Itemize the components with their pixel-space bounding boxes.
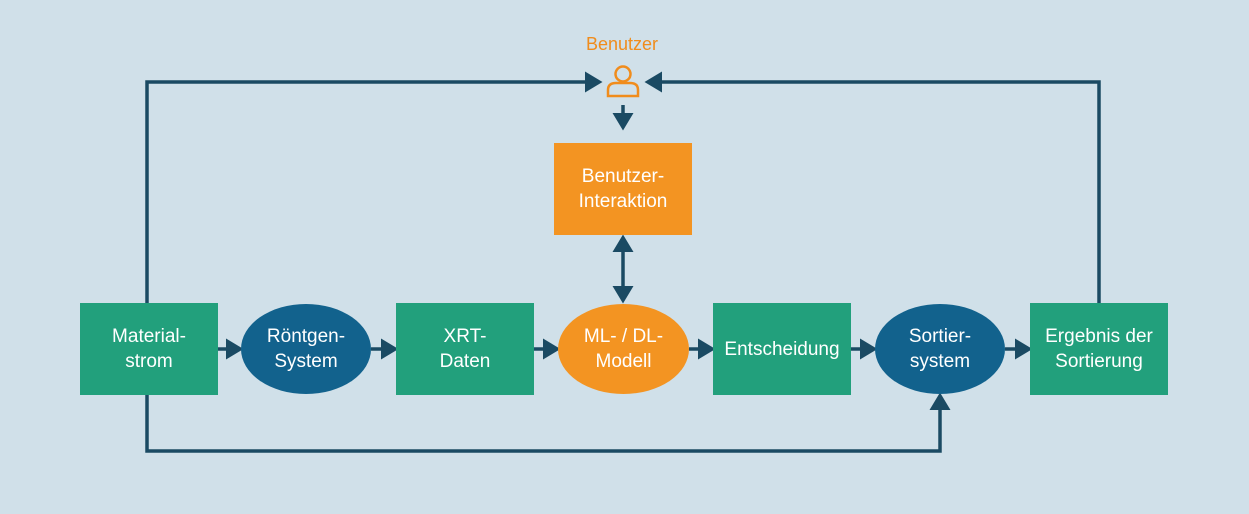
node-sortiersystem: Sortier- system <box>875 304 1005 394</box>
node-roentgen-system: Röntgen- System <box>241 304 371 394</box>
node-materialstrom-label: Material- strom <box>112 326 186 372</box>
node-ergebnis-sortierung-label: Ergebnis der Sortierung <box>1045 326 1153 372</box>
node-entscheidung: Entscheidung <box>713 303 851 395</box>
node-entscheidung-label: Entscheidung <box>724 338 840 360</box>
user-label: Benutzer <box>585 34 659 54</box>
node-ml-dl-modell-label: ML- / DL- Modell <box>583 326 664 372</box>
arrow-material-to-user <box>145 71 603 303</box>
node-roentgen-system-label: Röntgen- System <box>266 326 346 372</box>
node-materialstrom: Material- strom <box>80 303 218 395</box>
arrow-material-to-sortier-loop <box>145 392 951 453</box>
user-icon <box>606 65 640 98</box>
node-benutzer-interaktion: Benutzer- Interaktion <box>554 143 692 235</box>
node-ergebnis-sortierung: Ergebnis der Sortierung <box>1030 303 1168 395</box>
node-sortiersystem-label: Sortier- system <box>908 326 972 372</box>
node-xrt-daten: XRT- Daten <box>396 303 534 395</box>
node-xrt-daten-label: XRT- Daten <box>439 326 491 372</box>
node-ml-dl-modell: ML- / DL- Modell <box>558 304 689 394</box>
arrow-ergebnis-to-user <box>644 71 1101 303</box>
node-benutzer-interaktion-label: Benutzer- Interaktion <box>578 166 668 212</box>
